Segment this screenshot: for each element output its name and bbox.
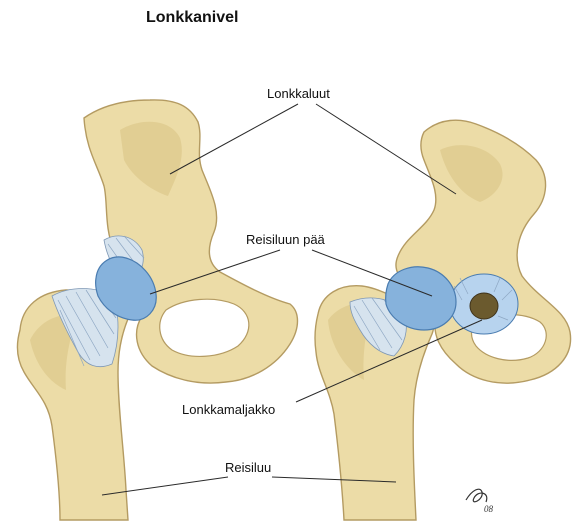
label-femur-text: Reisiluu — [225, 460, 271, 475]
left-hip-illustration — [17, 100, 297, 520]
artist-signature: 08 — [466, 489, 494, 514]
label-femoral-head-text: Reisiluun pää — [246, 232, 326, 247]
diagram-title: Lonkkanivel — [146, 9, 238, 26]
label-hip-bones: Lonkkaluut — [170, 86, 456, 194]
label-acetabular-labrum-text: Lonkkamaljakko — [182, 402, 275, 417]
acetabulum-socket — [470, 293, 498, 319]
signature-year: 08 — [484, 504, 494, 514]
label-hip-bones-text: Lonkkaluut — [267, 86, 330, 101]
right-hip-illustration — [315, 120, 571, 520]
